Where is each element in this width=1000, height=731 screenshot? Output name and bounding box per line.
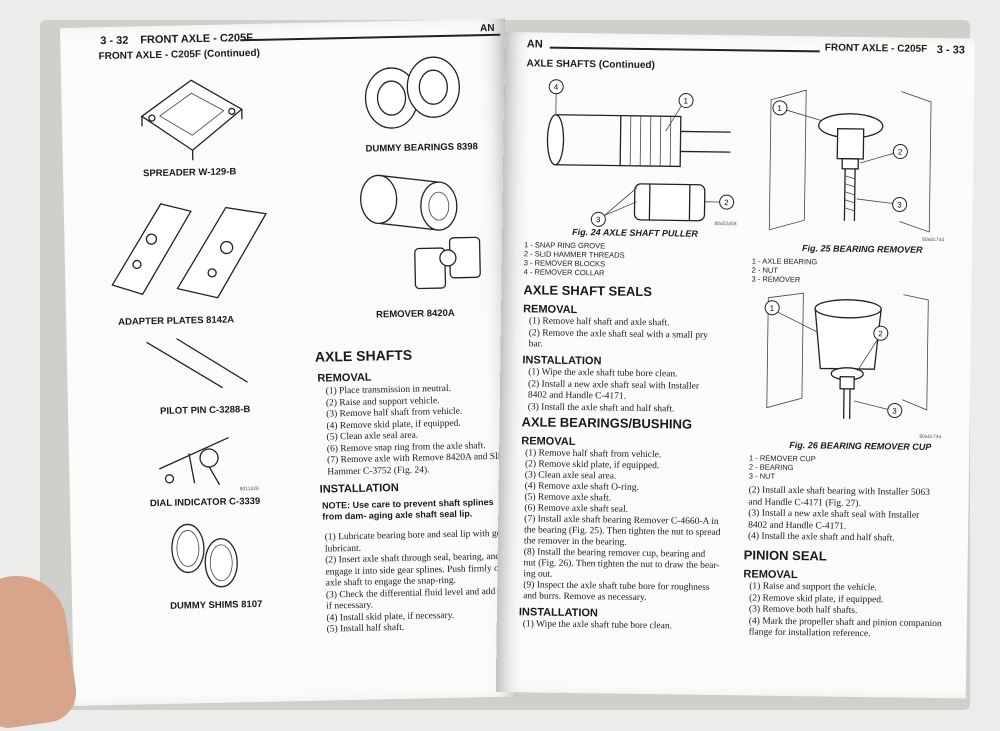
bearings-removal-steps: (1) Remove half shaft from vehicle. (2) … (523, 448, 722, 605)
section-title-axle-bearings: AXLE BEARINGS/BUSHING (521, 414, 692, 431)
fig24-callout-2: 2 (724, 198, 729, 207)
left-header-title: FRONT AXLE - C205F (140, 32, 253, 46)
adapter-plates-illustration (106, 192, 278, 306)
right-page-number: 3 - 33 (937, 44, 965, 56)
fig25-legend: 1 - AXLE BEARING 2 - NUT 3 - REMOVER (752, 256, 818, 284)
fig26-callout-2: 2 (878, 329, 883, 338)
fig26-caption: Fig. 26 BEARING REMOVER CUP (789, 440, 931, 452)
fig26-code: 80a0c74a (919, 434, 941, 440)
fig26-bearing-remover-cup-illustration: 1 2 3 (762, 288, 934, 430)
right-page: AN FRONT AXLE - C205F 3 - 33 AXLE SHAFTS… (496, 32, 975, 698)
tool-label-spreader: SPREADER W-129-B (143, 166, 236, 179)
installation-note: NOTE: Use care to prevent shaft splines … (322, 497, 512, 523)
section-title-axle-shaft-seals: AXLE SHAFT SEALS (523, 282, 652, 299)
right-header-title: FRONT AXLE - C205F (825, 42, 928, 54)
remover-illustration (353, 167, 496, 300)
section-title-axle-shafts: AXLE SHAFTS (315, 347, 413, 365)
seals-installation-heading: INSTALLATION (522, 354, 601, 367)
fig24-legend: 1 - SNAP RING GROVE 2 - SLID HAMMER THRE… (524, 240, 625, 277)
installation-steps: (1) Lubricate bearing bore and seal lip … (325, 529, 519, 636)
installation-heading: INSTALLATION (320, 482, 399, 496)
pinion-removal-heading: REMOVAL (743, 568, 797, 581)
pinion-removal-steps: (1) Raise and support the vehicle. (2) R… (749, 581, 943, 641)
removal-heading: REMOVAL (317, 372, 371, 385)
right-header-rule (550, 47, 820, 52)
left-header-rule (240, 34, 500, 41)
right-subheader: AXLE SHAFTS (Continued) (526, 58, 654, 71)
fig25-caption: Fig. 25 BEARING REMOVER (802, 243, 923, 255)
right-header-an: AN (527, 38, 543, 50)
spreader-illustration (131, 74, 253, 161)
bearings-installation-steps: (1) Wipe the axle shaft tube bore clean. (523, 619, 672, 633)
tool-label-dummy-bearings: DUMMY BEARINGS 8398 (365, 141, 477, 154)
pilot-pin-illustration (141, 332, 252, 404)
section-title-pinion-seal: PINION SEAL (744, 547, 827, 563)
fig25-callout-3: 3 (897, 200, 902, 209)
fig26-callout-1: 1 (770, 304, 775, 313)
fig25-callout-2: 2 (898, 147, 903, 156)
fig25-bearing-remover-illustration: 1 2 3 (764, 80, 936, 237)
left-header-an: AN (480, 23, 495, 34)
fig24-callout-1: 1 (683, 97, 688, 106)
tool-label-dial-indicator: DIAL INDICATOR C-3339 (150, 496, 261, 509)
fig24-caption: Fig. 24 AXLE SHAFT PULLER (572, 227, 698, 239)
fig25-code: 80a0c744 (922, 237, 944, 243)
seals-removal-heading: REMOVAL (523, 303, 577, 316)
seals-installation-steps: (1) Wipe the axle shaft tube bore clean.… (528, 367, 700, 415)
left-page-number: 3 - 32 (100, 35, 128, 48)
tool-label-remover: REMOVER 8420A (376, 308, 455, 321)
bearings-removal-heading: REMOVAL (521, 435, 575, 448)
fig24-callout-4: 4 (554, 83, 559, 92)
left-subheader: FRONT AXLE - C205F (Continued) (98, 48, 259, 62)
fig26-callout-3: 3 (892, 406, 897, 415)
dial-indicator-illustration (148, 422, 259, 494)
tool-label-pilot-pin: PILOT PIN C-3288-B (160, 404, 250, 417)
left-page: 3 - 32 FRONT AXLE - C205F FRONT AXLE - C… (60, 19, 519, 706)
fig24-axle-shaft-puller-illustration: 4 1 3 2 (524, 74, 741, 227)
dummy-bearings-illustration (361, 51, 473, 133)
seals-removal-steps: (1) Remove half shaft and axle shaft. (2… (529, 316, 709, 353)
fig26-legend: 1 - REMOVER CUP 2 - BEARING 3 - NUT (749, 453, 816, 481)
bearings-installation-heading: INSTALLATION (519, 606, 598, 619)
tool-label-dummy-shims: DUMMY SHIMS 8107 (170, 599, 262, 612)
fig25-callout-1: 1 (777, 104, 782, 113)
dummy-shims-illustration (165, 512, 257, 594)
fig24-code: 80a52d58 (714, 221, 736, 227)
bearings-installation-continued: (2) Install axle shaft bearing with Inst… (748, 485, 930, 545)
removal-steps: (1) Place transmission in neutral. (2) R… (326, 383, 506, 479)
tool-label-adapter-plates: ADAPTER PLATES 8142A (118, 314, 234, 327)
fig24-callout-3: 3 (596, 215, 601, 224)
